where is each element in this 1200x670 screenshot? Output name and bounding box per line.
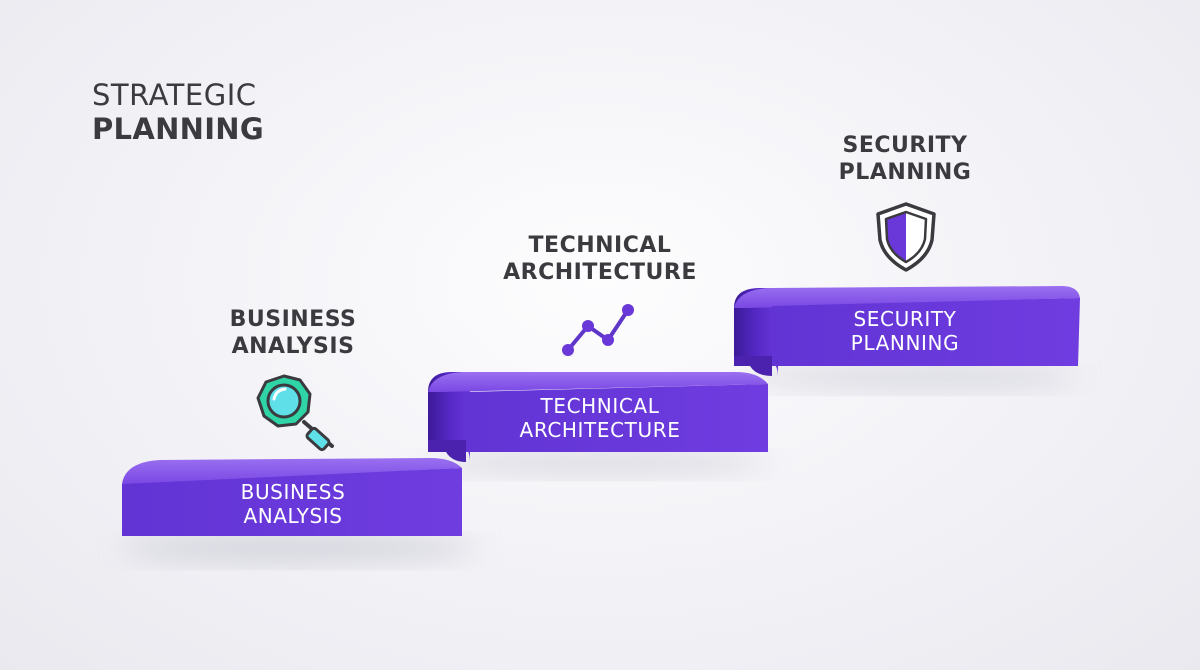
stage-3-heading-line-2: PLANNING bbox=[838, 160, 972, 185]
stage-3-heading-line-1: SECURITY bbox=[842, 133, 968, 158]
step-3-label-line-2: PLANNING bbox=[850, 331, 960, 355]
step-1-top bbox=[122, 458, 462, 484]
step-3-shadow bbox=[740, 365, 1080, 389]
step-2-top bbox=[428, 372, 768, 392]
shield-icon bbox=[876, 202, 936, 272]
step-2-label-line-2: ARCHITECTURE bbox=[519, 418, 681, 442]
stage-3-heading: SECURITY PLANNING bbox=[775, 132, 1035, 186]
step-3-lower-fold bbox=[734, 356, 772, 376]
step-3-label-line-1: SECURITY bbox=[853, 307, 957, 331]
line-graph-icon bbox=[562, 304, 634, 356]
title-line-1: STRATEGIC bbox=[92, 78, 257, 112]
step-3-label: SECURITY PLANNING bbox=[775, 307, 1035, 355]
step-3 bbox=[734, 286, 1080, 376]
step-2-shadow bbox=[430, 450, 770, 474]
step-2-label-line-1: TECHNICAL bbox=[540, 394, 660, 418]
step-2-front bbox=[466, 384, 768, 452]
step-2-riser bbox=[428, 372, 470, 462]
magnifier-icon bbox=[256, 374, 334, 452]
stage-1-heading-line-2: ANALYSIS bbox=[231, 334, 355, 359]
step-1-shadow bbox=[120, 534, 480, 562]
stage-1-heading-line-1: BUSINESS bbox=[229, 307, 357, 332]
stage-1-heading: BUSINESS ANALYSIS bbox=[163, 306, 423, 360]
diagram-title: STRATEGIC PLANNING bbox=[92, 78, 264, 146]
step-1-label: BUSINESS ANALYSIS bbox=[163, 480, 423, 528]
step-2 bbox=[428, 372, 768, 462]
stage-2-heading-line-1: TECHNICAL bbox=[528, 233, 672, 258]
step-1 bbox=[122, 458, 462, 536]
stage-2-heading-line-2: ARCHITECTURE bbox=[503, 260, 697, 285]
step-2-label: TECHNICAL ARCHITECTURE bbox=[470, 394, 730, 442]
step-1-front bbox=[122, 468, 462, 536]
stage-2-heading: TECHNICAL ARCHITECTURE bbox=[470, 232, 730, 286]
step-3-top bbox=[734, 286, 1080, 308]
step-3-front bbox=[772, 298, 1080, 366]
title-line-2: PLANNING bbox=[92, 112, 264, 146]
step-1-label-line-1: BUSINESS bbox=[240, 480, 346, 504]
step-3-riser bbox=[734, 288, 778, 376]
step-1-label-line-2: ANALYSIS bbox=[243, 504, 343, 528]
step-2-lower-fold bbox=[428, 440, 466, 462]
